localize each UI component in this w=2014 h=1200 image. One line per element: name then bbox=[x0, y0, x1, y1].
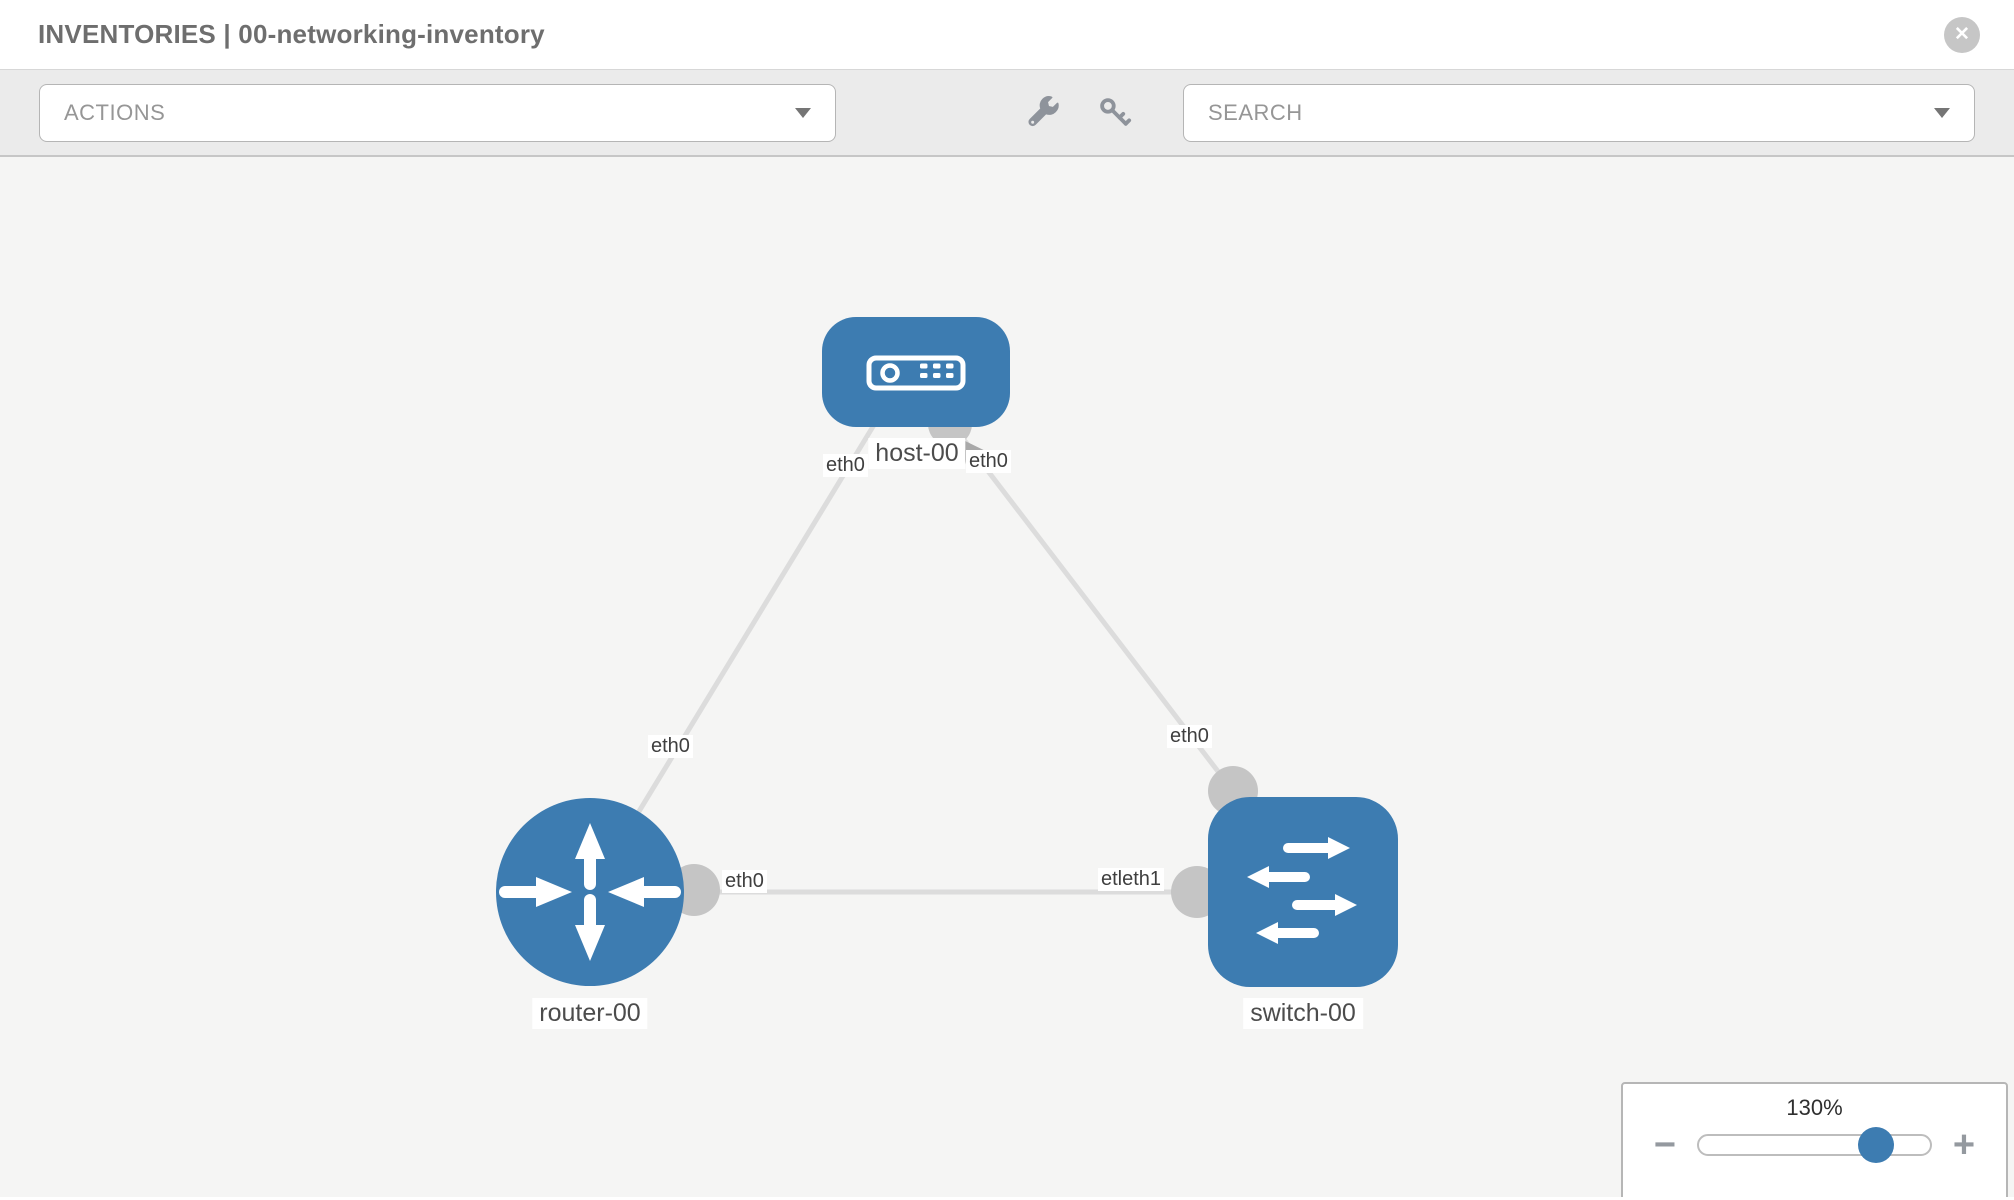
search-dropdown[interactable]: SEARCH bbox=[1183, 83, 1975, 142]
interface-label: eth0 bbox=[648, 735, 693, 758]
actions-dropdown[interactable]: ACTIONS bbox=[39, 83, 836, 142]
host-icon bbox=[866, 355, 966, 391]
router-icon bbox=[499, 823, 681, 961]
node-label-host: host-00 bbox=[868, 438, 966, 469]
toolbar-icons bbox=[1026, 95, 1132, 130]
chevron-down-icon bbox=[1934, 107, 1950, 118]
zoom-controls: − + bbox=[1623, 1126, 2006, 1164]
zoom-slider-track[interactable] bbox=[1697, 1127, 1932, 1163]
wrench-icon bbox=[1028, 95, 1059, 126]
interface-label: eth0 bbox=[1167, 725, 1212, 748]
actions-dropdown-label: ACTIONS bbox=[64, 99, 166, 125]
node-label-switch: switch-00 bbox=[1243, 998, 1363, 1029]
wrench-button[interactable] bbox=[1026, 95, 1060, 130]
zoom-slider-thumb[interactable] bbox=[1858, 1127, 1894, 1163]
node-switch-00[interactable] bbox=[1208, 797, 1398, 987]
interface-label: eth0 bbox=[823, 454, 868, 477]
node-label-router: router-00 bbox=[532, 998, 648, 1029]
zoom-value: 130% bbox=[1786, 1095, 1843, 1120]
node-router-00[interactable] bbox=[496, 798, 684, 986]
plus-icon: + bbox=[1952, 1124, 1976, 1166]
minus-icon: − bbox=[1653, 1124, 1677, 1166]
close-button[interactable]: ✕ bbox=[1944, 16, 1980, 53]
key-icon bbox=[1100, 97, 1132, 126]
interface-label: eth0 bbox=[722, 870, 767, 893]
search-dropdown-label: SEARCH bbox=[1208, 99, 1303, 125]
topology-canvas[interactable]: eth0 eth0 eth0 eth0 eth0 etleth1 host-00… bbox=[0, 157, 2014, 1197]
close-icon: ✕ bbox=[1954, 23, 1970, 45]
zoom-in-button[interactable]: + bbox=[1944, 1126, 1984, 1164]
node-host-00[interactable] bbox=[822, 317, 1010, 427]
chevron-down-icon bbox=[795, 107, 811, 118]
zoom-panel: 130% − + bbox=[1621, 1082, 2008, 1197]
toolbar: ACTIONS SEARCH bbox=[0, 70, 2014, 157]
interface-label: etleth1 bbox=[1098, 868, 1165, 891]
header: INVENTORIES | 00-networking-inventory ✕ bbox=[0, 0, 2014, 70]
zoom-out-button[interactable]: − bbox=[1645, 1126, 1685, 1164]
page-title: INVENTORIES | 00-networking-inventory bbox=[38, 19, 545, 49]
switch-icon bbox=[1247, 837, 1357, 944]
key-button[interactable] bbox=[1098, 96, 1132, 130]
interface-label: eth0 bbox=[966, 450, 1011, 473]
